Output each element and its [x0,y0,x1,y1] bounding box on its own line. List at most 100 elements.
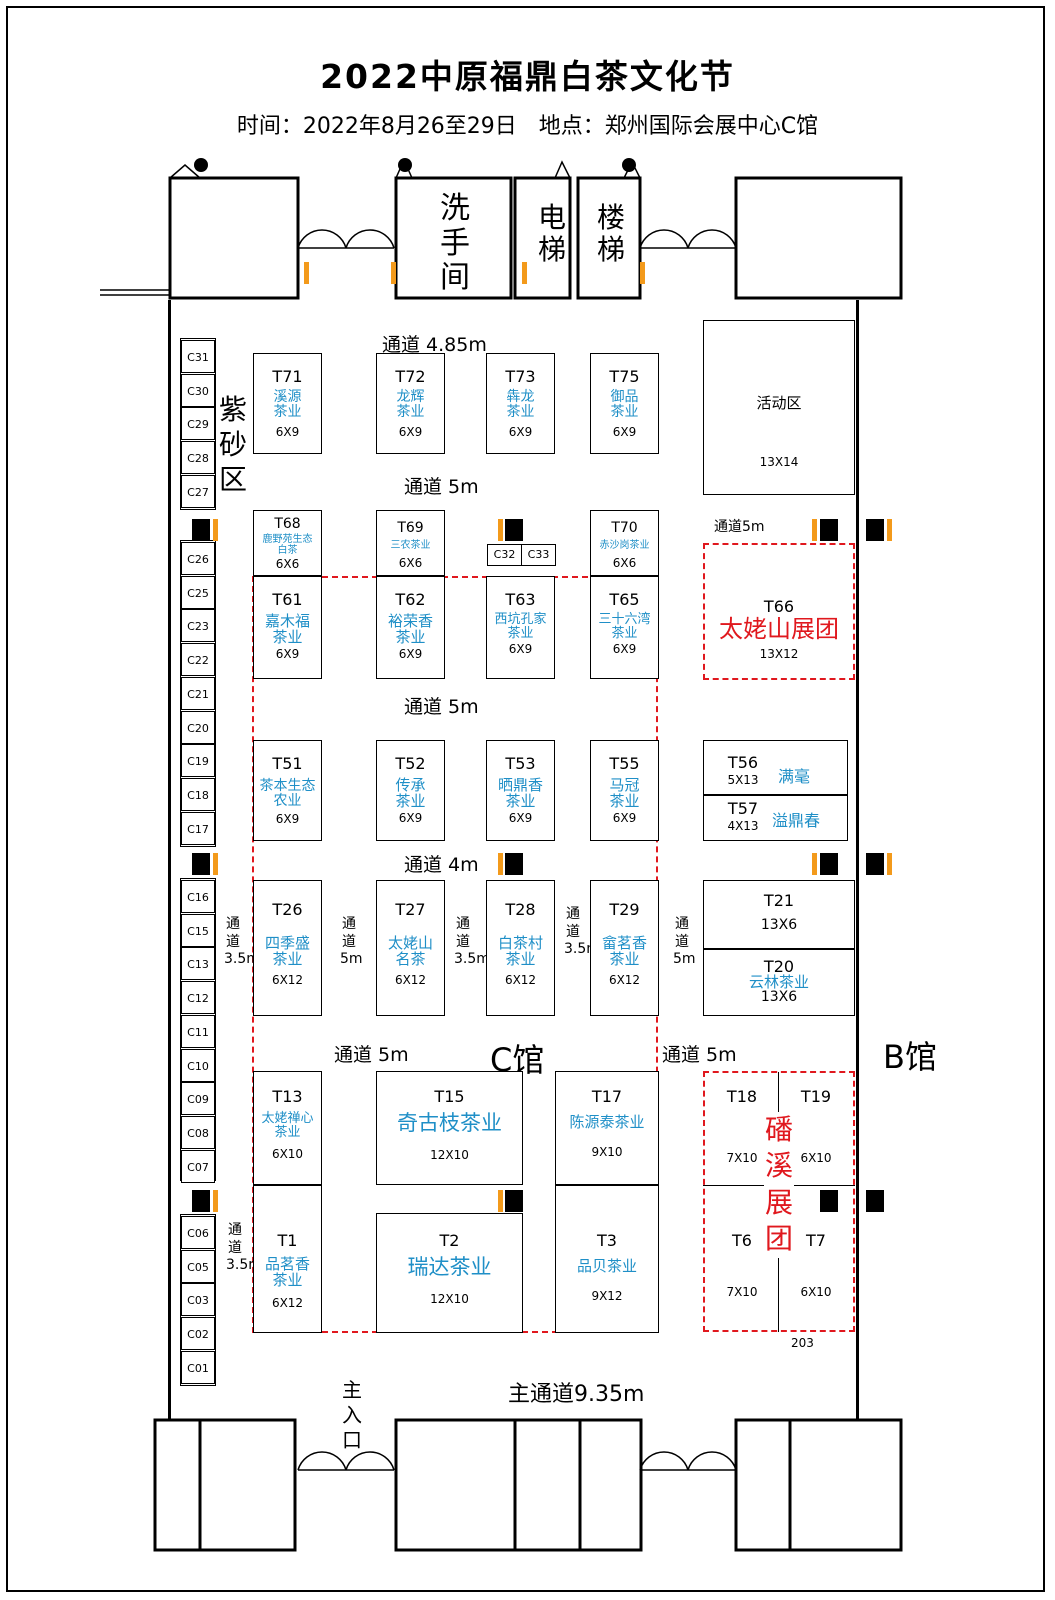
aisle-v2-label: 通道5m [340,916,363,967]
small-booth-C29[interactable]: C29 [181,407,215,441]
aisle-v4-label: 通道3.5m [564,906,600,957]
hall-left-wall [168,300,171,1420]
small-booth-C30[interactable]: C30 [181,373,215,407]
small-booth-C22[interactable]: C22 [181,643,215,677]
pillar [820,519,838,541]
pillar [192,853,210,875]
pillar [505,1190,523,1212]
small-booth-C05[interactable]: C05 [181,1249,215,1283]
small-booth-C03[interactable]: C03 [181,1283,215,1317]
top-left-room [168,176,300,300]
aisle-v5-label: 通道5m [673,916,696,967]
small-booth-C33[interactable]: C33 [521,544,556,566]
small-booth-C20[interactable]: C20 [181,710,215,744]
small-booth-C12[interactable]: C12 [181,981,215,1015]
small-booth-C23[interactable]: C23 [181,609,215,643]
small-booth-C17[interactable]: C17 [181,811,215,845]
small-booth-C19[interactable]: C19 [181,744,215,778]
pillar [505,853,523,875]
small-booth-C18[interactable]: C18 [181,777,215,811]
small-booth-C31[interactable]: C31 [181,340,215,373]
small-booth-C32[interactable]: C32 [487,544,522,566]
small-booth-C08[interactable]: C08 [181,1115,215,1149]
hall-b-label: B馆 [883,1038,937,1076]
small-booth-C02[interactable]: C02 [181,1317,215,1351]
small-booth-C25[interactable]: C25 [181,575,215,609]
bottom-left-room [153,1418,297,1552]
small-booth-C09[interactable]: C09 [181,1082,215,1116]
pillar [820,853,838,875]
small-booth-C27[interactable]: C27 [181,474,215,508]
small-booth-C06[interactable]: C06 [181,1216,215,1249]
panxi-group-label: 磻溪展团 [764,1112,794,1258]
page-subtitle: 时间：2022年8月26至29日 地点：郑州国际会展中心C馆 [236,114,819,139]
stairs-label: 楼梯 [597,201,626,267]
small-booth-C07[interactable]: C07 [181,1149,215,1183]
hall-right-wall [856,300,859,1420]
small-booth-C11[interactable]: C11 [181,1014,215,1048]
pillar [192,519,210,541]
small-booth-C28[interactable]: C28 [181,441,215,475]
aisle-row2-label: 通道 5m [404,476,479,498]
booth-T57-company: 溢鼎春 [772,811,821,830]
main-entrance-label: 主入口 [342,1378,362,1452]
column-marker [213,853,218,875]
bottom-right-room [734,1418,903,1552]
panxi-zone-border [703,1071,855,1332]
small-booth-C26[interactable]: C26 [181,542,215,575]
small-booth-C16[interactable]: C16 [181,880,215,913]
column-marker [304,262,309,284]
t20-t21-divider [703,948,855,950]
elevator-room [513,176,572,300]
aisle-row4-label: 通道 5m [404,696,479,718]
bottom-structure [153,1418,903,1552]
small-booth-C21[interactable]: C21 [181,676,215,710]
washroom-label: 洗手间 [440,191,470,295]
small-booth-C15[interactable]: C15 [181,913,215,947]
washroom-room [394,176,513,300]
small-booth-C13[interactable]: C13 [181,947,215,981]
small-booth-C01[interactable]: C01 [181,1350,215,1384]
aisle-v1-label: 通道3.5m [224,916,260,967]
aisle-row5-label: 通道 4m [404,854,479,876]
top-structure [100,158,903,300]
pillar [820,1190,838,1212]
column-marker [213,1190,218,1212]
small-booth-C10[interactable]: C10 [181,1048,215,1082]
